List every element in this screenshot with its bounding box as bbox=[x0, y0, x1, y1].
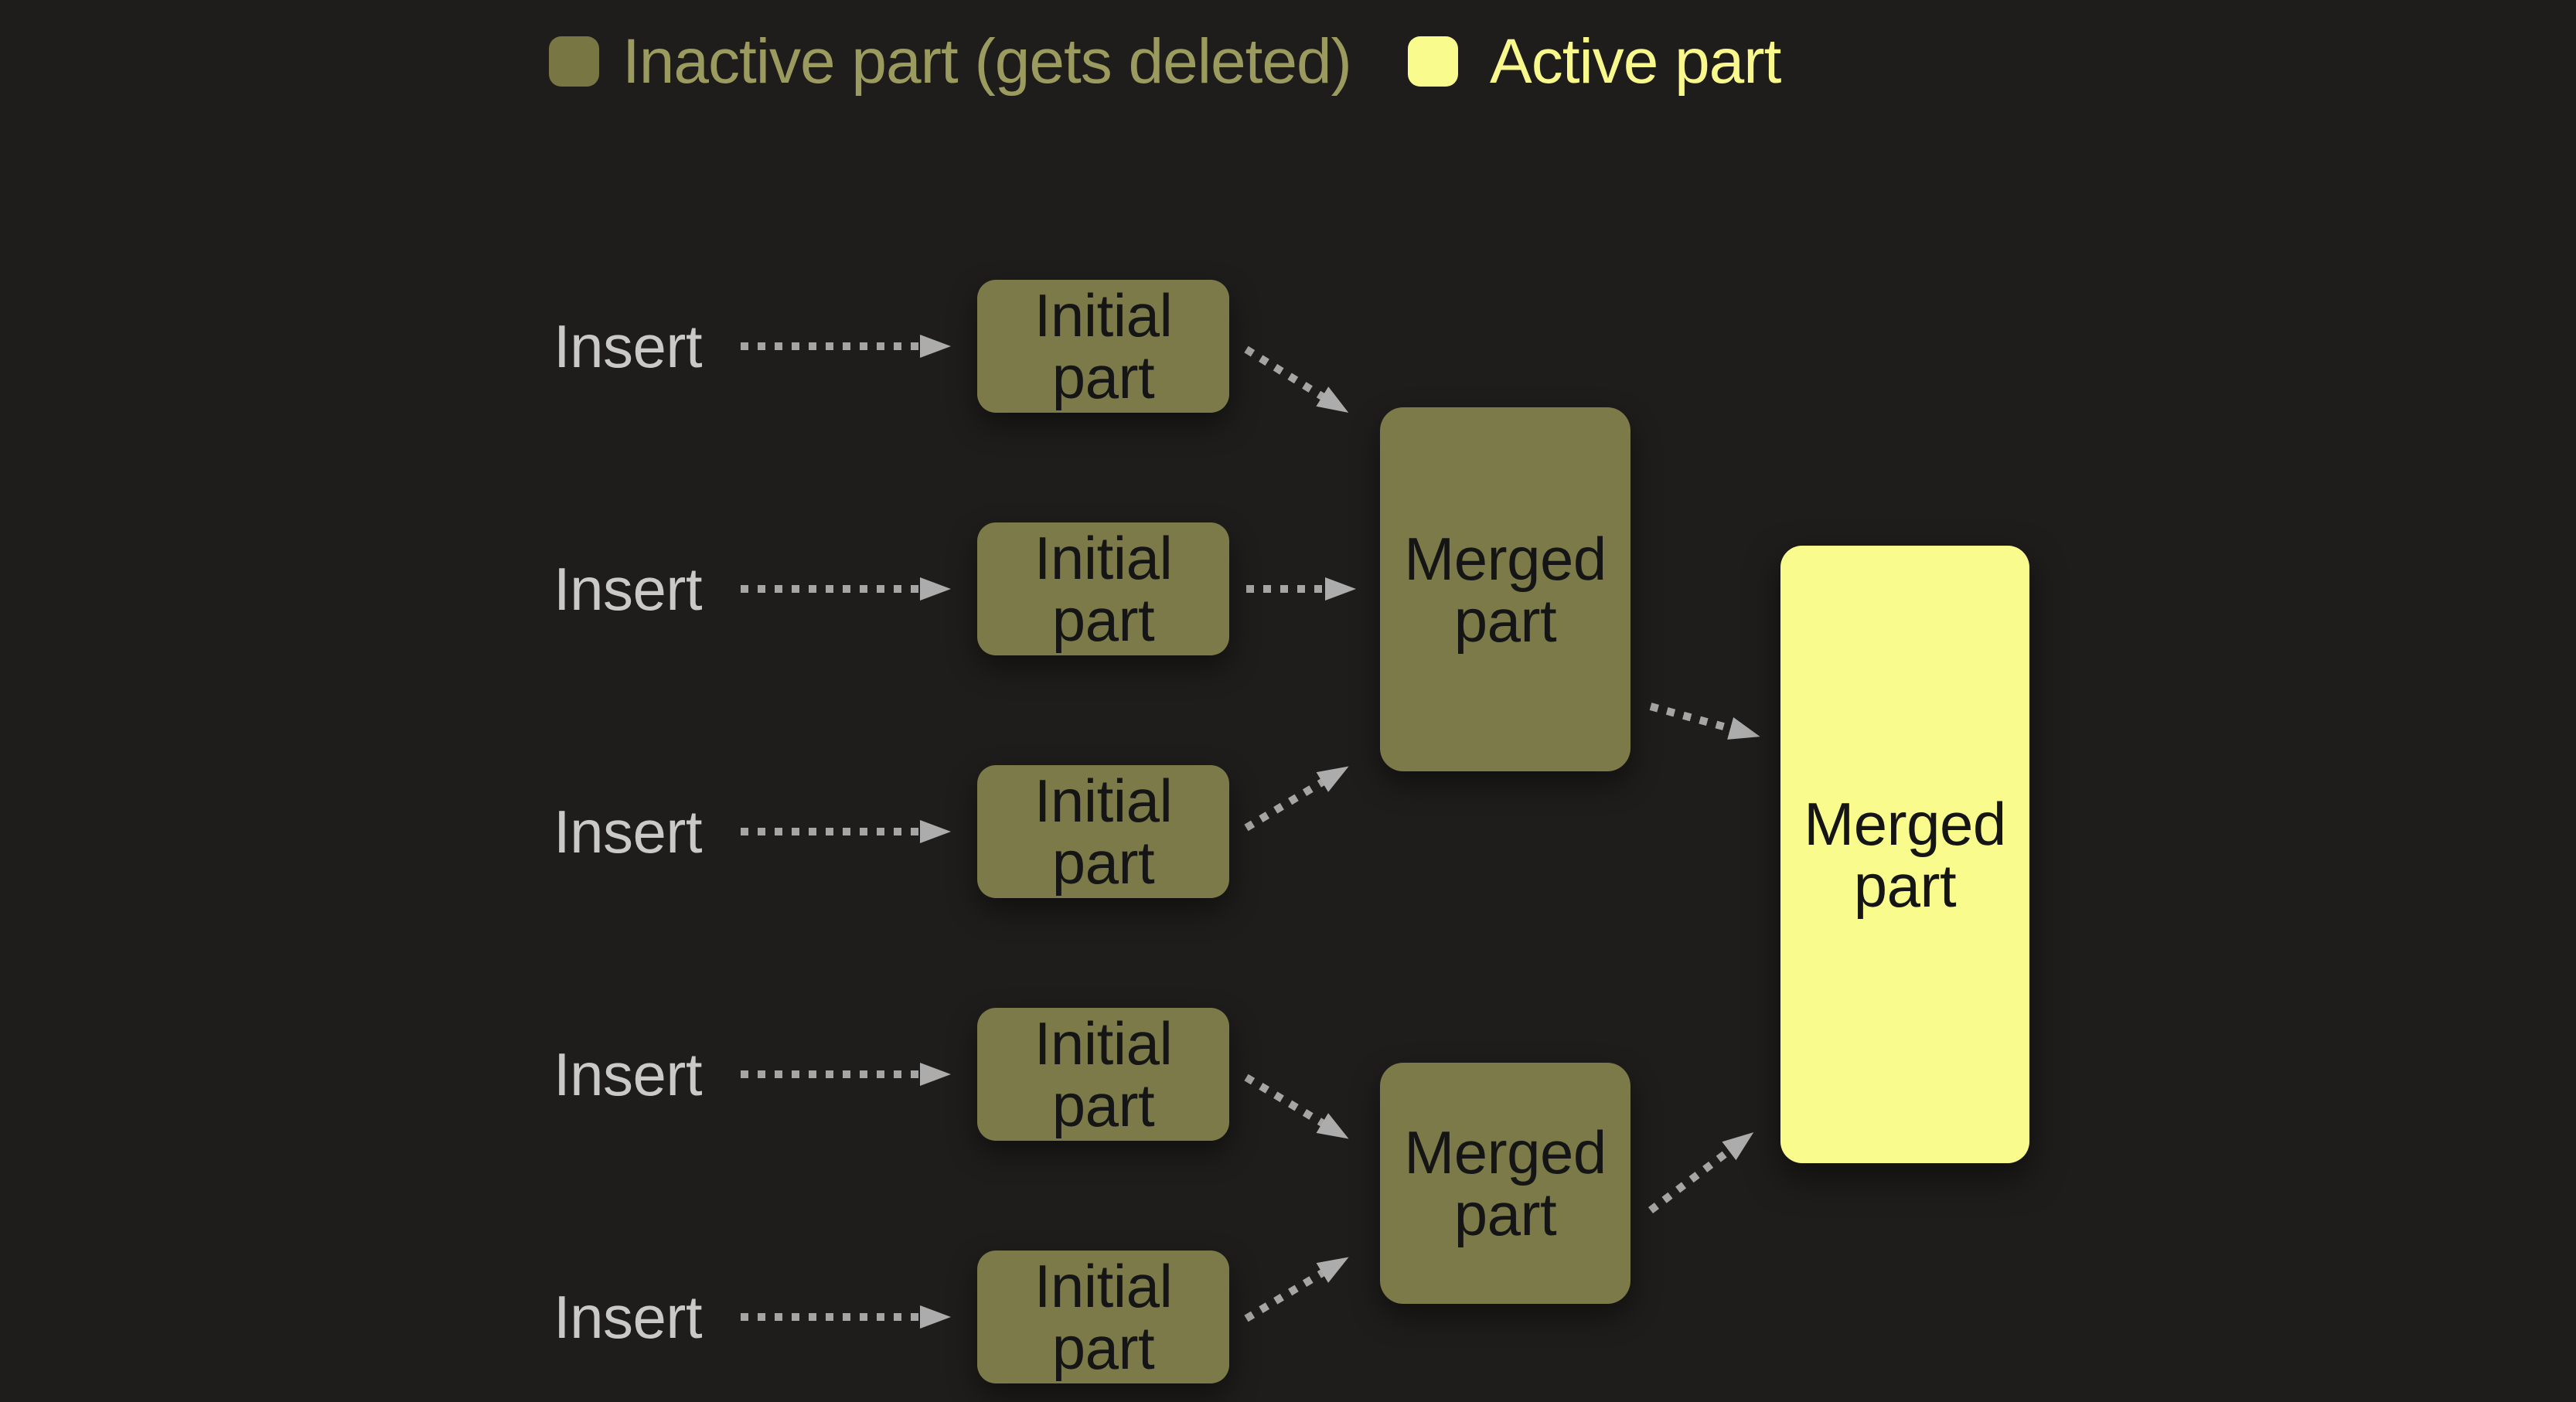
initial-part-label: Initial part bbox=[1034, 1252, 1173, 1382]
arrow-initial5-to-merged-bottom bbox=[1244, 1257, 1349, 1322]
arrow-initial1-to-merged-top bbox=[1244, 345, 1349, 413]
active-part-swatch-icon bbox=[1408, 36, 1458, 87]
initial-part-label: Initial part bbox=[1034, 281, 1173, 411]
initial-part-label: Initial part bbox=[1034, 524, 1173, 654]
legend-inactive-label: Inactive part (gets deleted) bbox=[622, 26, 1352, 97]
merged-part-node-top: Merged part bbox=[1380, 407, 1630, 771]
arrow-initial3-to-merged-top bbox=[1244, 766, 1349, 832]
insert-label-2: Insert bbox=[554, 555, 703, 623]
insert-label-5: Insert bbox=[554, 1283, 703, 1351]
initial-part-node-4: Initial part bbox=[977, 1008, 1229, 1141]
initial-part-node-1: Initial part bbox=[977, 280, 1229, 413]
merged-part-label: Merged part bbox=[1404, 1118, 1607, 1248]
initial-part-node-3: Initial part bbox=[977, 765, 1229, 898]
initial-part-label: Initial part bbox=[1034, 1009, 1173, 1139]
active-merged-part-node: Merged part bbox=[1780, 546, 2029, 1163]
initial-part-node-2: Initial part bbox=[977, 522, 1229, 655]
insert-label-1: Insert bbox=[554, 312, 703, 380]
legend-active-label: Active part bbox=[1490, 26, 1781, 97]
initial-part-label: Initial part bbox=[1034, 767, 1173, 897]
merged-part-label: Merged part bbox=[1804, 789, 2006, 920]
merged-part-label: Merged part bbox=[1404, 524, 1607, 655]
arrow-merged-top-to-final bbox=[1649, 703, 1760, 740]
insert-label-3: Insert bbox=[554, 798, 703, 866]
inactive-part-swatch-icon bbox=[549, 36, 599, 87]
initial-part-node-5: Initial part bbox=[977, 1251, 1229, 1383]
arrow-merged-bottom-to-final bbox=[1647, 1132, 1754, 1213]
insert-label-4: Insert bbox=[554, 1040, 703, 1108]
merged-part-node-bottom: Merged part bbox=[1380, 1063, 1630, 1304]
arrow-initial4-to-merged-bottom bbox=[1244, 1074, 1349, 1139]
